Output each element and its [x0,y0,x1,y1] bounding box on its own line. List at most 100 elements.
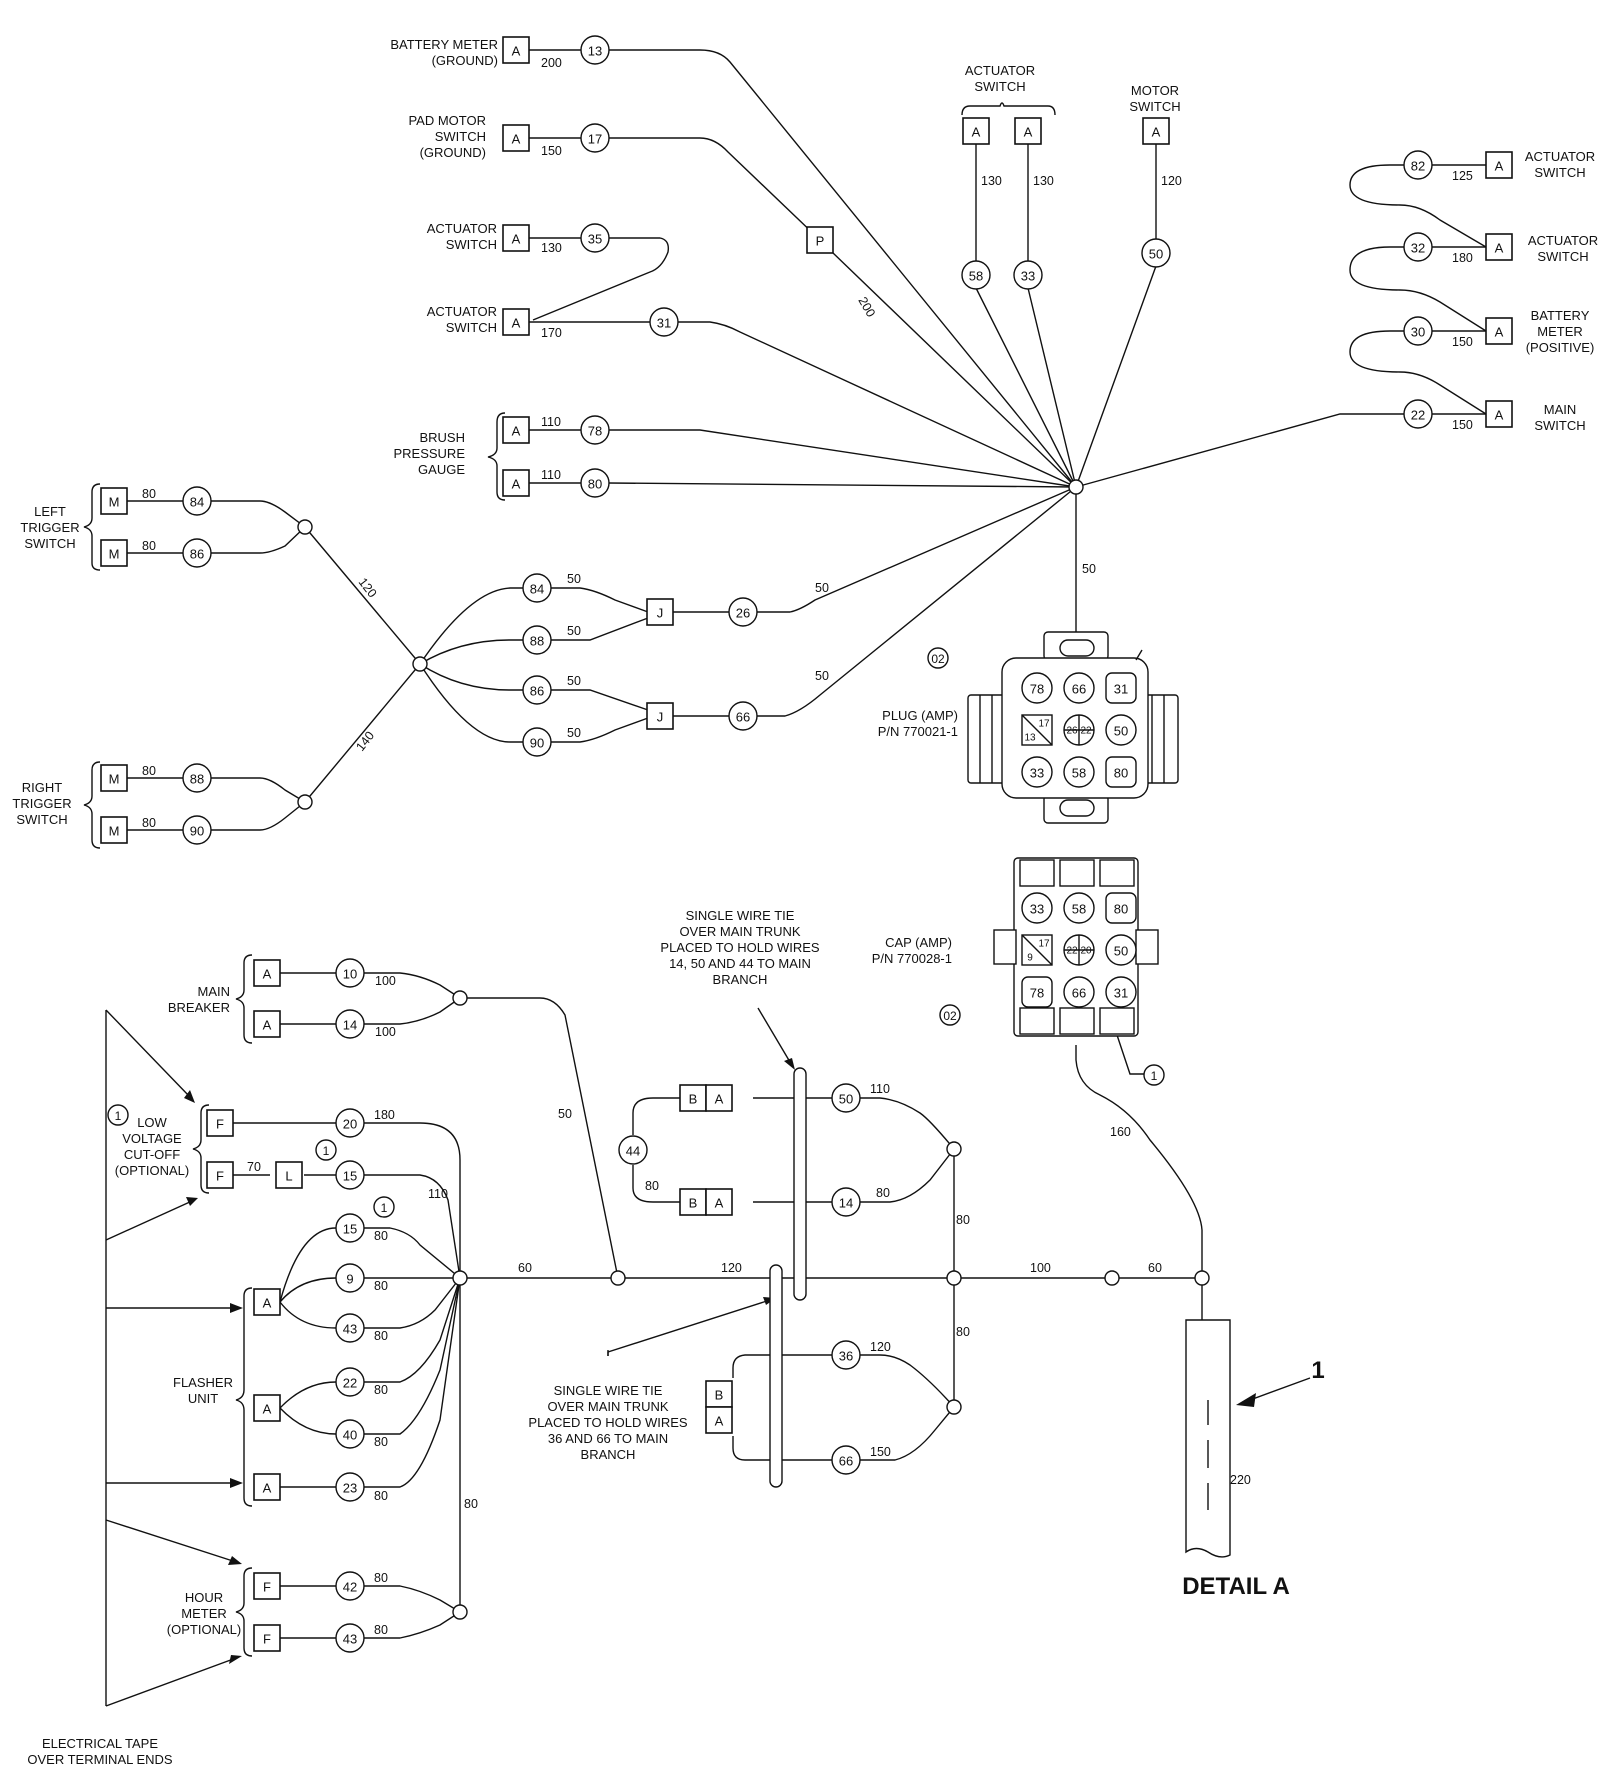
wire-30-circle: 30 [1403,316,1433,346]
wire-length-label: 110 [428,1187,448,1201]
svg-text:P: P [816,234,825,249]
connector-pin: 50 [1105,714,1137,746]
svg-text:10: 10 [343,967,357,982]
wire-20-circle: 20 [335,1108,365,1138]
wire-14-circle: 14 [831,1187,861,1217]
svg-text:66: 66 [1072,986,1086,1001]
terminal-a-box: A [502,224,530,252]
junction-dot [297,794,313,810]
wire-length-label: 80 [374,1229,388,1243]
terminal-a-box: A [253,1288,281,1316]
svg-text:B: B [715,1388,724,1403]
junction-dot [452,1604,468,1620]
svg-text:22: 22 [1411,408,1425,423]
wire-66-circle: 66 [728,701,758,731]
terminal-a-box: A [705,1084,733,1112]
terminal-a-box: A [253,1394,281,1422]
wire-length-label: 220 [1230,1473,1251,1487]
wire-86-circle: 86 [182,538,212,568]
svg-text:M: M [109,772,120,787]
wire-23-circle: 23 [335,1472,365,1502]
wire-90-circle: 90 [522,727,552,757]
wire-50-circle: 50 [831,1083,861,1113]
svg-text:78: 78 [1030,682,1044,697]
svg-text:50: 50 [1149,247,1163,262]
wire-35-circle: 35 [580,223,610,253]
wire-42-circle: 42 [335,1571,365,1601]
svg-text:F: F [216,1117,224,1132]
svg-text:90: 90 [190,824,204,839]
terminal-a-box: A [1485,151,1513,179]
svg-text:86: 86 [530,684,544,699]
label-battery-meter-ground: BATTERY METER(GROUND) [390,37,498,68]
wire-length-label: 50 [1082,562,1096,576]
svg-text:15: 15 [343,1222,357,1237]
wire-length-label: 120 [1161,174,1182,188]
wire-length-label: 80 [374,1571,388,1585]
terminal-a-box: A [253,1473,281,1501]
wire-length-label: 80 [374,1435,388,1449]
svg-text:02: 02 [943,1009,957,1023]
connector-pin: 66 [1063,672,1095,704]
svg-text:66: 66 [839,1454,853,1469]
wire-66-circle: 66 [831,1445,861,1475]
connector-pin: 58 [1063,892,1095,924]
wire-length-label: 140 [353,729,377,754]
wire-length-label: 150 [1452,418,1473,432]
terminal-f-box: F [253,1572,281,1600]
terminal-m-box: M [100,487,128,515]
svg-text:1: 1 [381,1201,388,1215]
wire-33-circle: 33 [1013,260,1043,290]
terminal-a-box: A [1142,117,1170,145]
connector-pin: 66 [1063,976,1095,1008]
svg-text:A: A [1495,408,1504,423]
wire-86-circle: 86 [522,675,552,705]
svg-text:30: 30 [1411,325,1425,340]
terminal-m-box: M [100,539,128,567]
wire-84-circle: 84 [182,486,212,516]
wire-length-label: 80 [374,1383,388,1397]
wire-length-label: 80 [142,816,156,830]
svg-text:M: M [109,495,120,510]
wire-length-label: 80 [142,487,156,501]
svg-text:80: 80 [588,477,602,492]
wire-length-label: 50 [815,581,829,595]
wire-43-circle: 43 [335,1313,365,1343]
connector-pin: 58 [1063,756,1095,788]
terminal-a-box: A [253,1010,281,1038]
wire-length-label: 130 [541,241,562,255]
arrowhead-icon [1236,1393,1256,1407]
svg-text:23: 23 [343,1481,357,1496]
wire-31-circle: 31 [649,307,679,337]
wire-length-label: 80 [142,764,156,778]
terminal-m-box: M [100,764,128,792]
svg-text:80: 80 [1114,902,1128,917]
top-harness-wires [127,49,1487,831]
wire-length-label: 50 [567,674,581,688]
wire-9-circle: 9 [335,1263,365,1293]
connector-pin: 31 [1105,672,1137,704]
wire-length-label: 100 [375,1025,396,1039]
svg-text:90: 90 [530,736,544,751]
wire-length-label: 80 [142,539,156,553]
arrowheads [184,951,1095,1664]
wire-40-circle: 40 [335,1419,365,1449]
wire-88-circle: 88 [522,625,552,655]
terminal-a-box: A [502,416,530,444]
circled-callout: 1 [107,1104,129,1126]
terminal-a-box: A [705,1188,733,1216]
svg-text:50: 50 [839,1092,853,1107]
svg-text:A: A [263,1481,272,1496]
wire-length-label: 80 [374,1329,388,1343]
